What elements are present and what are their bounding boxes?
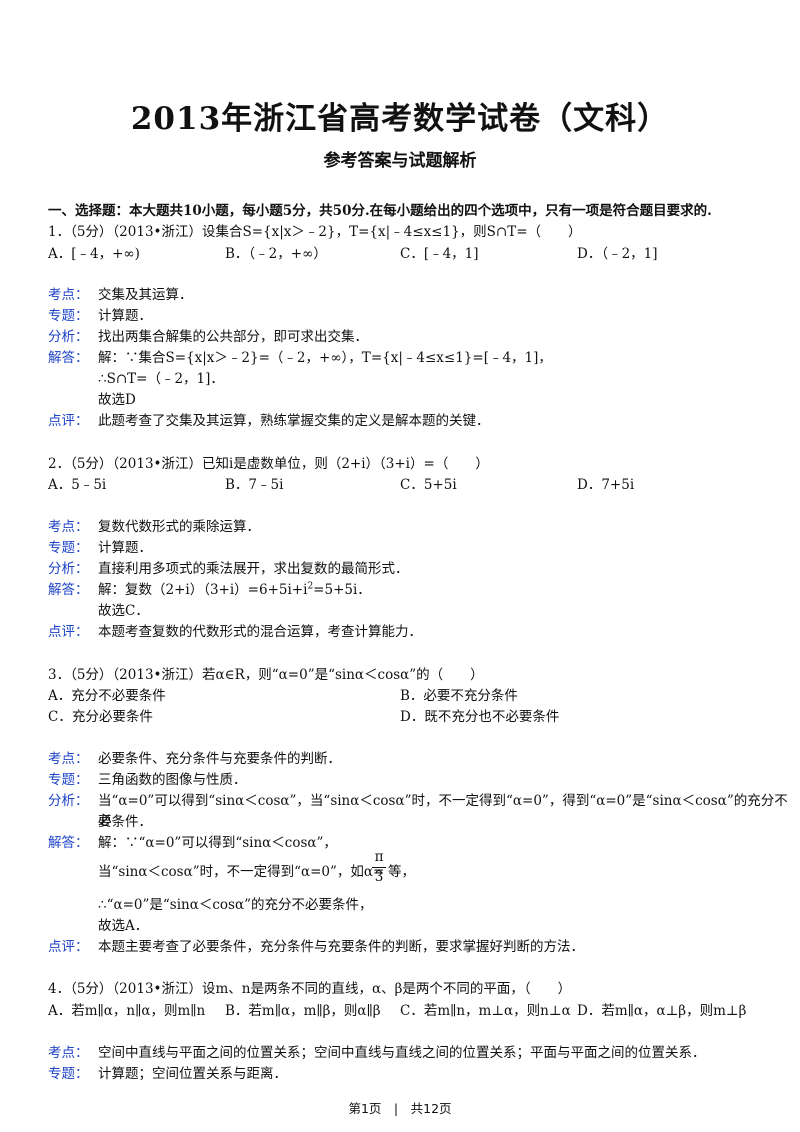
q1-option-b: B．（﹣2，+∞） — [225, 246, 327, 262]
q1-jieda-line2: ∴S∩T=（﹣2，1]． — [98, 371, 224, 387]
q2-jieda-pre: 解：复数（2+i）（3+i）=6+5i+i — [98, 582, 308, 598]
q2-option-d: D．7+5i — [577, 477, 635, 493]
q1-jieda-line3: 故选D — [98, 392, 136, 408]
q1-fenxi-label: 分析： — [48, 329, 89, 345]
q2-jieda-post: =5+5i． — [313, 582, 371, 598]
q1-dianping: 此题考查了交集及其运算，熟练掌握交集的定义是解本题的关键． — [98, 413, 490, 429]
q3-zhuanti: 三角函数的图像与性质． — [98, 772, 247, 788]
q2-jieda-line1: 解：复数（2+i）（3+i）=6+5i+i2=5+5i． — [98, 578, 371, 599]
q3-kaodian: 必要条件、充分条件与充要条件的判断． — [98, 751, 341, 767]
q4-kaodian-label: 考点： — [48, 1045, 89, 1061]
q2-jieda-label: 解答： — [48, 582, 89, 598]
q2-kaodian-label: 考点： — [48, 519, 89, 535]
q1-option-a: A．[﹣4，+∞) — [48, 246, 140, 262]
q3-option-b: B．必要不充分条件 — [400, 688, 518, 704]
q3-fenxi-line2: 要条件． — [98, 814, 152, 830]
q2-fenxi: 直接利用多项式的乘法展开，求出复数的最简形式． — [98, 561, 409, 577]
q4-option-c: C．若m∥n，m⊥α，则n⊥α — [400, 1003, 571, 1019]
q2-option-a: A．5﹣5i — [48, 477, 107, 493]
q3-stem: 3．（5分）（2013•浙江）若α∈R，则“α=0”是“sinα＜cosα”的（… — [48, 667, 484, 683]
q3-option-d: D．既不充分也不必要条件 — [400, 709, 560, 725]
q1-option-d: D．（﹣2，1] — [577, 246, 658, 262]
q3-kaodian-label: 考点： — [48, 751, 89, 767]
q4-kaodian: 空间中直线与平面之间的位置关系；空间中直线与直线之间的位置关系；平面与平面之间的… — [98, 1045, 706, 1061]
q2-fenxi-label: 分析： — [48, 561, 89, 577]
q2-zhuanti-label: 专题： — [48, 540, 89, 556]
fraction-numerator: π — [374, 849, 384, 865]
q3-option-a: A．充分不必要条件 — [48, 688, 166, 704]
q2-dianping: 本题考查复数的代数形式的混合运算，考查计算能力． — [98, 624, 422, 640]
q4-option-a: A．若m∥α，n∥α，则m∥n — [48, 1003, 206, 1019]
q4-stem: 4．（5分）（2013•浙江）设m、n是两条不同的直线，α、β是两个不同的平面，… — [48, 981, 572, 997]
q1-kaodian: 交集及其运算． — [98, 287, 193, 303]
q2-zhuanti: 计算题． — [98, 540, 152, 556]
q2-option-c: C．5+5i — [400, 477, 457, 493]
fraction-bar — [372, 867, 386, 868]
q3-jieda-label: 解答： — [48, 835, 89, 851]
q1-jieda-line1: 解：∵集合S={x|x＞﹣2}=（﹣2，+∞），T={x|﹣4≤x≤1}=[﹣4… — [98, 350, 552, 366]
q2-dianping-label: 点评： — [48, 624, 89, 640]
q1-dianping-label: 点评： — [48, 413, 89, 429]
q2-jieda-line2: 故选C． — [98, 603, 149, 619]
q3-option-c: C．充分必要条件 — [48, 709, 153, 725]
page-title: 2013年浙江省高考数学试卷（文科） — [130, 101, 670, 137]
q1-option-c: C．[﹣4，1] — [400, 246, 479, 262]
q2-option-b: B．7﹣5i — [225, 477, 284, 493]
q4-zhuanti-label: 专题： — [48, 1066, 89, 1082]
q2-kaodian: 复数代数形式的乘除运算． — [98, 519, 260, 535]
q1-stem: 1．（5分）（2013•浙江）设集合S={x|x＞﹣2}，T={x|﹣4≤x≤1… — [48, 224, 582, 240]
page-subtitle: 参考答案与试题解析 — [323, 151, 477, 171]
q1-fenxi: 找出两集合解集的公共部分，即可求出交集． — [98, 329, 368, 345]
section-header: 一、选择题：本大题共10小题，每小题5分，共50分.在每小题给出的四个选项中，只… — [48, 203, 712, 219]
fraction-denominator: 3 — [374, 869, 384, 885]
q3-jieda-line2-post: 等， — [388, 864, 415, 880]
q2-stem: 2．（5分）（2013•浙江）已知i是虚数单位，则（2+i）（3+i）=（ ） — [48, 456, 489, 472]
q3-jieda-line1: 解：∵“α=0”可以得到“sinα＜cosα”， — [98, 835, 337, 851]
q4-option-d: D．若m∥α，α⊥β，则m⊥β — [577, 1003, 747, 1019]
q3-jieda-line2-pre: 当“sinα＜cosα”时，不一定得到“α=0”，如α= — [98, 864, 385, 880]
q3-dianping-label: 点评： — [48, 939, 89, 955]
q4-option-b: B．若m∥α，m∥β，则α∥β — [225, 1003, 381, 1019]
q3-fenxi-label: 分析： — [48, 793, 89, 809]
q1-jieda-label: 解答： — [48, 350, 89, 366]
q3-fenxi-line1: 当“α=0”可以得到“sinα＜cosα”，当“sinα＜cosα”时，不一定得… — [98, 793, 788, 829]
q2-jieda-sup: 2 — [307, 581, 314, 592]
q1-zhuanti: 计算题． — [98, 308, 152, 324]
q4-zhuanti: 计算题；空间位置关系与距离． — [98, 1066, 287, 1082]
q3-jieda-line4: 故选A． — [98, 918, 149, 934]
pi-over-3-fraction: π 3 — [372, 849, 386, 886]
q1-zhuanti-label: 专题： — [48, 308, 89, 324]
q3-dianping: 本题主要考查了必要条件，充分条件与充要条件的判断，要求掌握好判断的方法． — [98, 939, 584, 955]
q3-jieda-line3: ∴“α=0”是“sinα＜cosα”的充分不必要条件， — [98, 897, 373, 913]
q1-kaodian-label: 考点： — [48, 287, 89, 303]
q3-zhuanti-label: 专题： — [48, 772, 89, 788]
page-footer: 第1页 | 共12页 — [348, 1101, 452, 1116]
